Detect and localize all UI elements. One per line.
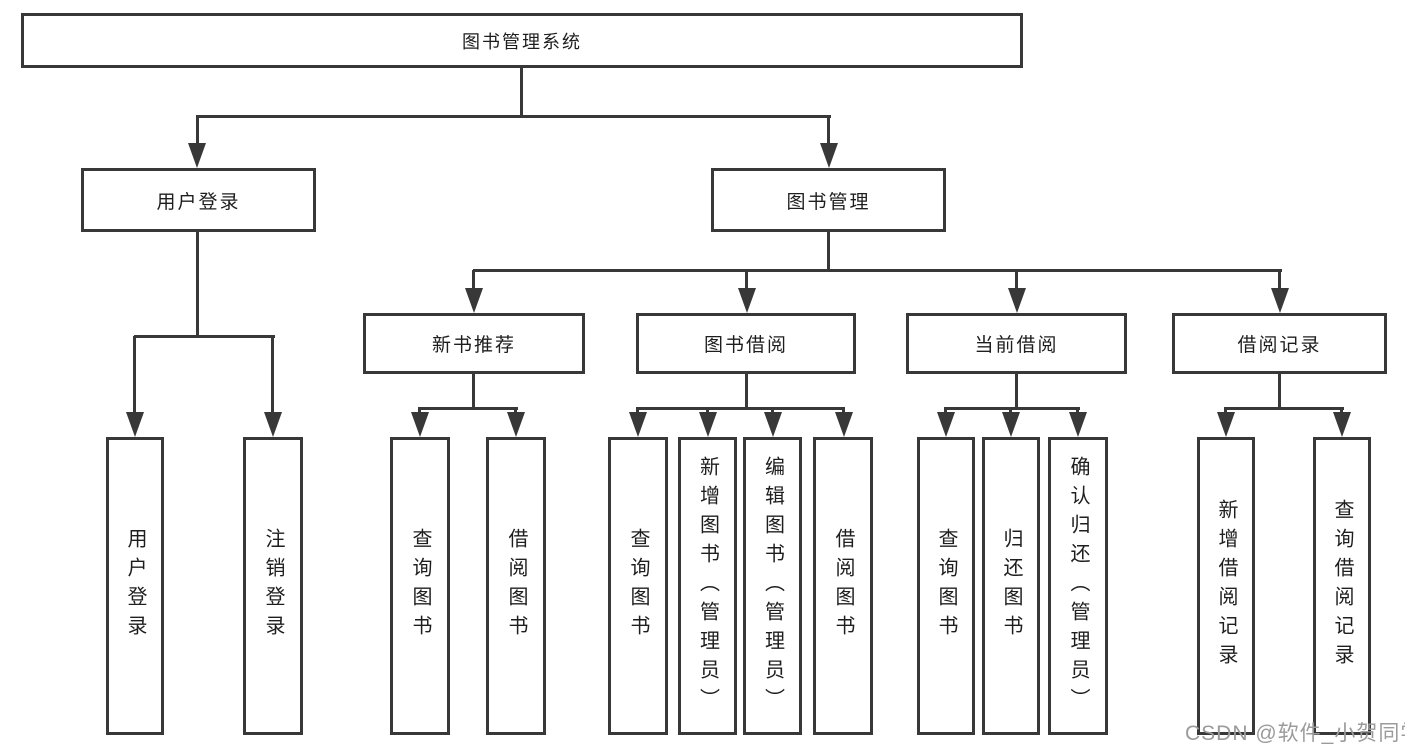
leaf-borrow-books-label: 借阅图书 [832, 528, 854, 644]
connector-book-mgmt-stem [827, 116, 830, 146]
leaf-edit-books-admin: 编辑图书（管理员） [743, 437, 802, 735]
node-borrow-records-label: 借阅记录 [1237, 335, 1322, 356]
node-user-login-label: 用户登录 [156, 191, 241, 213]
leaf-add-borrow-record-label: 新增借阅记录 [1215, 499, 1237, 673]
node-new-book-recommend: 新书推荐 [363, 313, 585, 374]
arrow-down-icon [126, 412, 144, 437]
arrow-down-icon [411, 412, 429, 437]
leaf-edit-books-admin-label: 编辑图书（管理员） [761, 455, 784, 717]
leaf-return-books: 归还图书 [982, 437, 1040, 735]
leaf-query-books-current-label: 查询图书 [935, 528, 957, 644]
connector-group-stem [472, 374, 475, 410]
connector-mgmt-branch-stem [827, 232, 830, 272]
arrow-down-icon [188, 143, 206, 168]
arrow-down-icon [1069, 412, 1087, 437]
connector-level3-stem [745, 270, 748, 292]
arrow-down-icon [1002, 412, 1020, 437]
leaf-return-books-label: 归还图书 [1000, 528, 1022, 644]
leaf-query-borrow-record: 查询借阅记录 [1313, 437, 1371, 735]
connector-level3-split [473, 269, 1282, 272]
node-root-label: 图书管理系统 [462, 31, 582, 52]
node-book-management: 图书管理 [711, 168, 946, 232]
arrow-down-icon [465, 288, 483, 313]
connector-user-leaf-split [134, 335, 275, 338]
connector-leaf-split [1224, 407, 1344, 410]
arrow-down-icon [937, 412, 955, 437]
connector-level3-stem [1015, 270, 1018, 292]
connector-level3-stem [1278, 270, 1281, 292]
connector-group-stem [745, 374, 748, 410]
arrow-down-icon [764, 412, 782, 437]
leaf-query-books-recommend: 查询图书 [390, 437, 450, 735]
connector-leaf-split [636, 407, 845, 410]
node-book-borrow-label: 图书借阅 [703, 335, 788, 356]
arrow-down-icon [629, 412, 647, 437]
leaf-query-books-borrow: 查询图书 [608, 437, 668, 735]
arrow-down-icon [1271, 288, 1289, 313]
connector-leaf-split [418, 407, 518, 410]
connector-leaf-stem [271, 336, 274, 415]
node-book-management-label: 图书管理 [786, 191, 871, 213]
leaf-query-books-recommend-label: 查询图书 [409, 528, 431, 644]
leaf-borrow-books-recommend-label: 借阅图书 [505, 528, 527, 644]
node-new-book-recommend-label: 新书推荐 [431, 335, 516, 356]
csdn-watermark: CSDN @软件_小贺同学 [1185, 722, 1405, 745]
leaf-add-borrow-record: 新增借阅记录 [1197, 437, 1255, 735]
leaf-logout-label: 注销登录 [262, 528, 284, 644]
connector-leaf-stem [133, 336, 136, 415]
connector-group-stem [1015, 374, 1018, 410]
connector-user-branch-stem [196, 232, 199, 338]
leaf-query-books-borrow-label: 查询图书 [627, 528, 649, 644]
arrow-down-icon [1333, 412, 1351, 437]
node-user-login: 用户登录 [81, 168, 316, 232]
leaf-user-login: 用户登录 [106, 437, 164, 735]
leaf-borrow-books-recommend: 借阅图书 [486, 437, 546, 735]
leaf-query-borrow-record-label: 查询借阅记录 [1331, 499, 1353, 673]
arrow-down-icon [738, 288, 756, 313]
node-borrow-records: 借阅记录 [1172, 313, 1387, 374]
arrow-down-icon [1008, 288, 1026, 313]
arrow-down-icon [699, 412, 717, 437]
leaf-user-login-label: 用户登录 [124, 528, 146, 644]
connector-root-stem [520, 68, 523, 118]
connector-level2-split [196, 115, 831, 118]
arrow-down-icon [835, 412, 853, 437]
leaf-add-books-admin: 新增图书（管理员） [678, 437, 737, 735]
node-book-borrow: 图书借阅 [636, 313, 856, 374]
node-current-borrow-label: 当前借阅 [974, 335, 1059, 356]
connector-group-stem [1278, 374, 1281, 410]
arrow-down-icon [820, 143, 838, 168]
node-current-borrow: 当前借阅 [906, 313, 1127, 374]
connector-user-login-stem [196, 116, 199, 146]
leaf-logout: 注销登录 [243, 437, 303, 735]
arrow-down-icon [264, 412, 282, 437]
connector-leaf-split [944, 407, 1080, 410]
leaf-add-books-admin-label: 新增图书（管理员） [696, 455, 719, 717]
arrow-down-icon [1217, 412, 1235, 437]
node-root: 图书管理系统 [21, 13, 1023, 68]
arrow-down-icon [507, 412, 525, 437]
connector-level3-stem [472, 270, 475, 292]
leaf-confirm-return-admin-label: 确认归还（管理员） [1067, 455, 1089, 717]
leaf-confirm-return-admin: 确认归还（管理员） [1048, 437, 1108, 735]
leaf-borrow-books: 借阅图书 [813, 437, 873, 735]
leaf-query-books-current: 查询图书 [917, 437, 975, 735]
